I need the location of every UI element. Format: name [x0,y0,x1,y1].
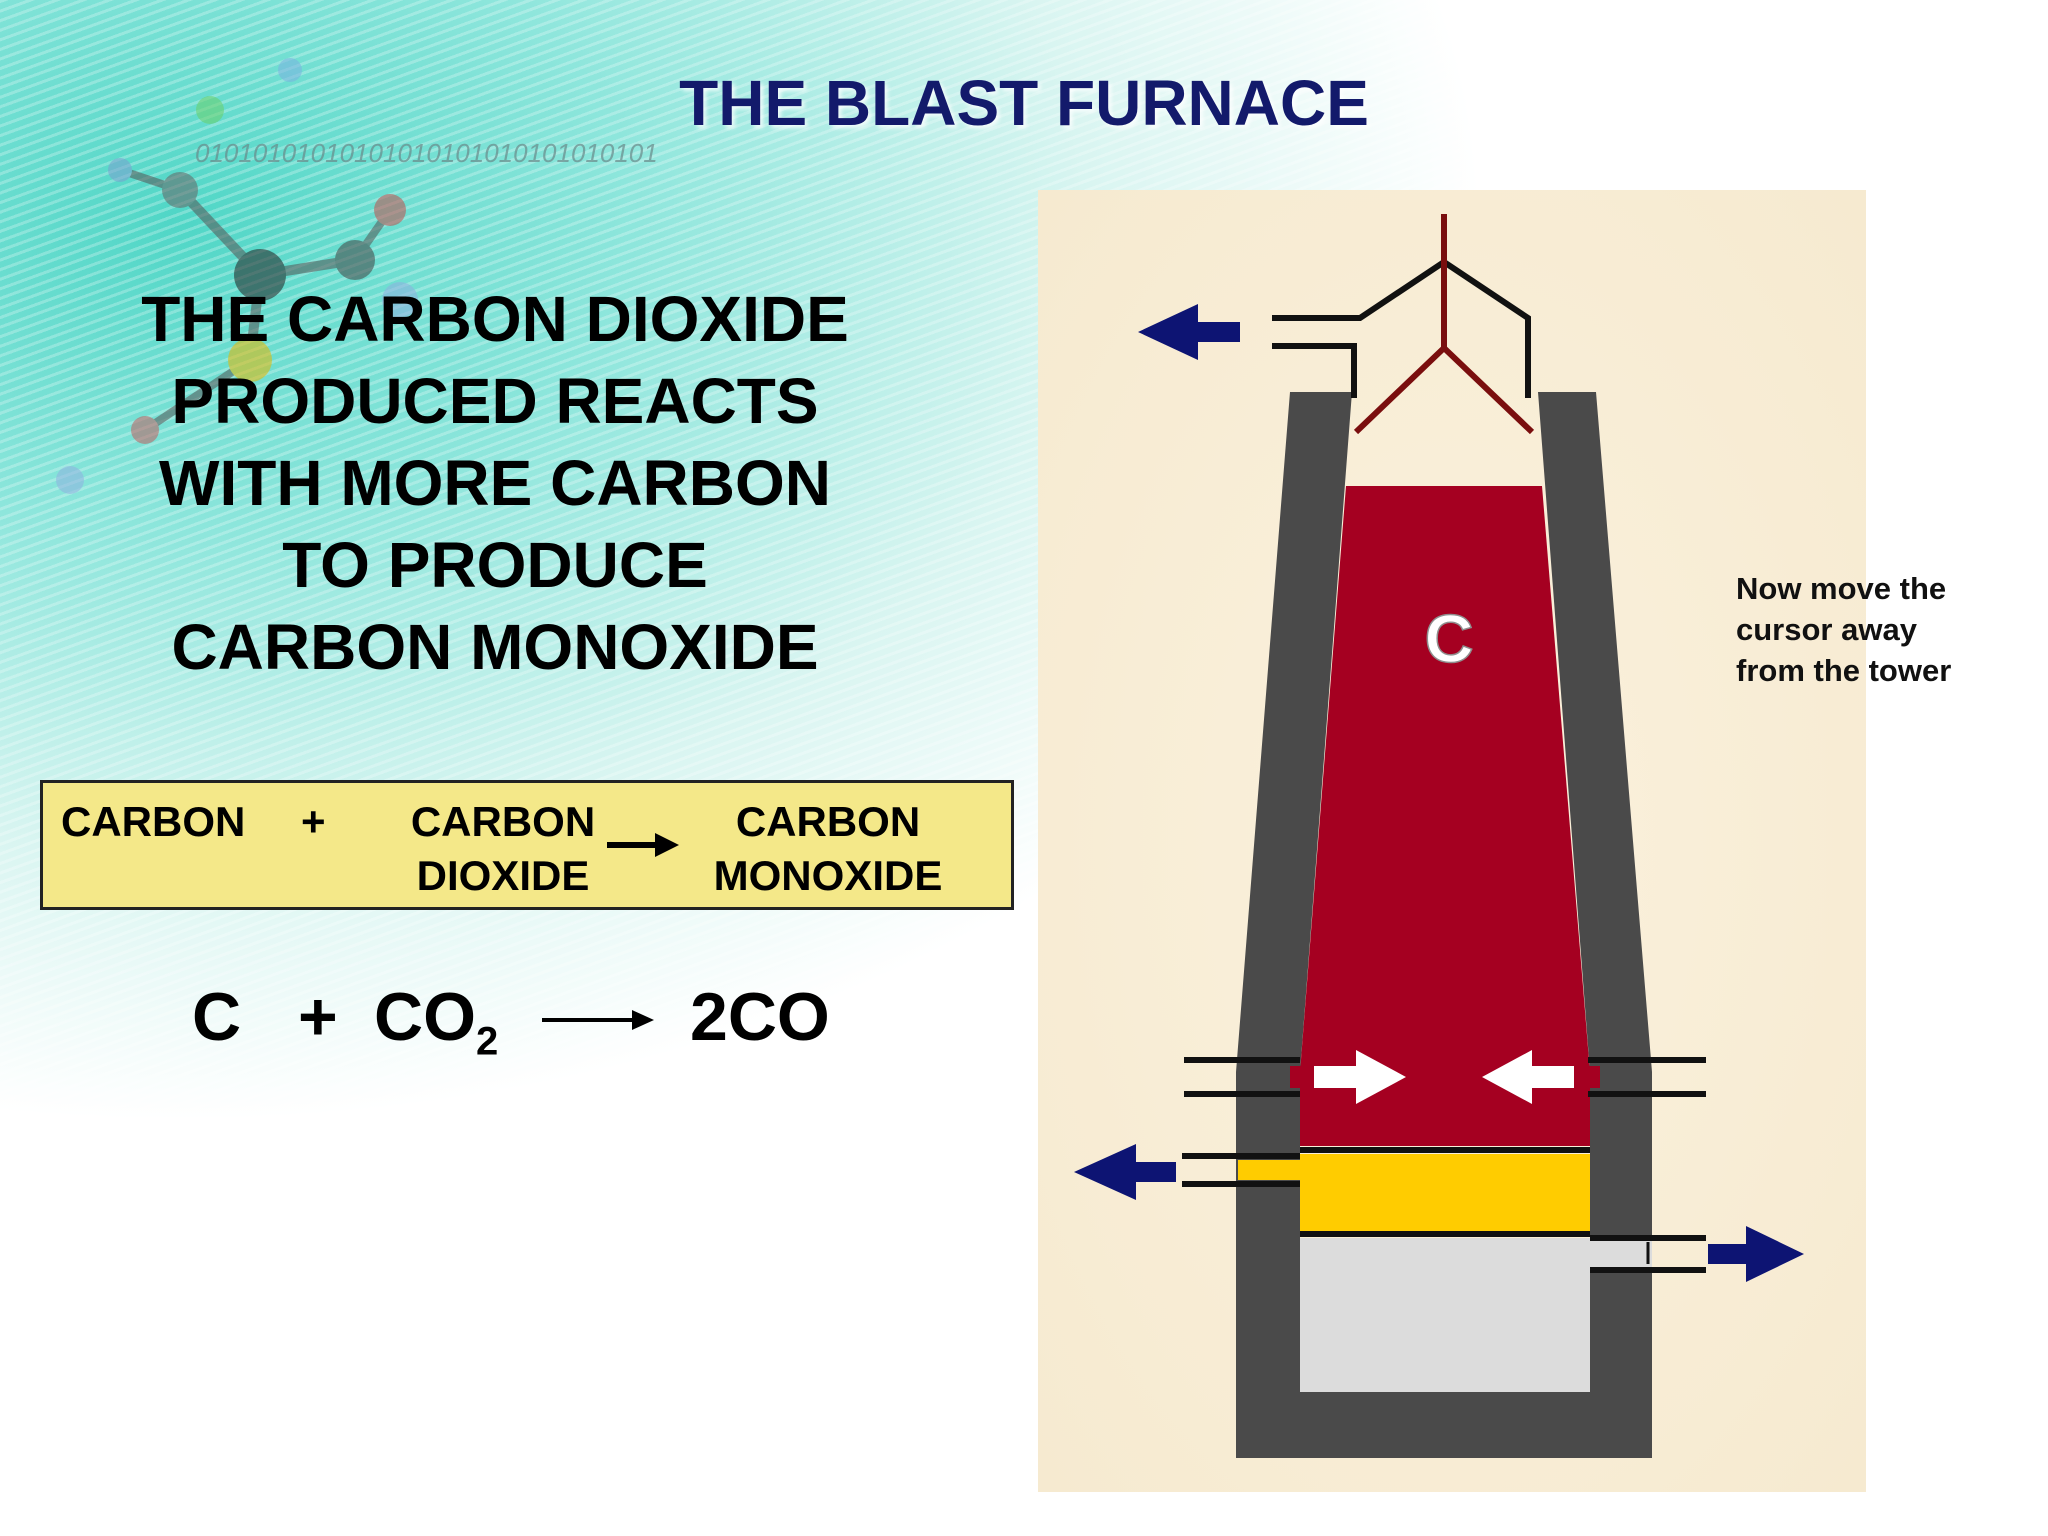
word-reactant-carbon-dioxide-line2: DIOXIDE [416,852,590,899]
slag-outlet-pipe [1182,1153,1300,1187]
molecule-background-decoration: 01010101010101010101010101010101 [56,58,658,494]
word-equation-box: CARBON + CARBON DIOXIDE CARBON MONOXIDE [40,780,1014,910]
hot-air-pipes [1184,1057,1706,1097]
slag-out-arrow-icon [1074,1144,1176,1200]
word-product-carbon-monoxide-line2: MONOXIDE [713,852,943,899]
formula-reaction-arrow-icon [542,1010,654,1030]
furnace-wall [1236,392,1652,1458]
furnace-molten-iron [1300,1238,1590,1392]
furnace-top-hopper [1272,214,1535,435]
formula-co-text: CO [374,979,476,1055]
furnace-charge-label: C [1424,601,1473,677]
binary-digits-decoration: 01010101010101010101010101010101 [195,138,658,168]
slide-title: THE BLAST FURNACE [679,67,1369,139]
formula-plus-sign: + [298,979,338,1055]
formula-reactant-co2: CO2 [374,978,498,1065]
word-product-carbon-monoxide-line1: CARBON [735,798,921,845]
word-plus-sign: + [301,798,326,845]
explanation-line: WITH MORE CARBON [159,447,831,519]
word-reactant-carbon: CARBON [61,798,246,845]
instruction-note-line: from the tower [1736,653,1952,688]
formula-subscript-2: 2 [476,1019,499,1064]
formula-reactant-c: C [192,979,242,1055]
formula-product-2co: 2CO [690,979,830,1055]
hot-air-in-right-arrow-icon [1482,1050,1574,1104]
furnace-charge-carbon [1300,486,1590,1146]
furnace-slag-layer [1300,1154,1590,1232]
word-reaction-arrow-icon [607,833,679,857]
instruction-note-line: Now move the [1736,571,1947,606]
hot-air-in-left-arrow-icon [1314,1050,1406,1104]
instruction-note-line: cursor away [1736,612,1917,647]
iron-out-arrow-icon [1708,1226,1804,1282]
explanation-line: TO PRODUCE [282,529,708,601]
explanation-line: THE CARBON DIOXIDE [141,283,849,355]
explanation-line: CARBON MONOXIDE [171,611,819,683]
explanation-text: THE CARBON DIOXIDE PRODUCED REACTS WITH … [60,278,930,688]
instruction-note: Now move the cursor away from the tower [1736,568,2036,691]
explanation-line: PRODUCED REACTS [171,365,819,437]
waste-gas-out-arrow-icon [1138,304,1240,360]
iron-outlet-pipe [1590,1235,1706,1273]
word-reactant-carbon-dioxide-line1: CARBON [410,798,596,845]
